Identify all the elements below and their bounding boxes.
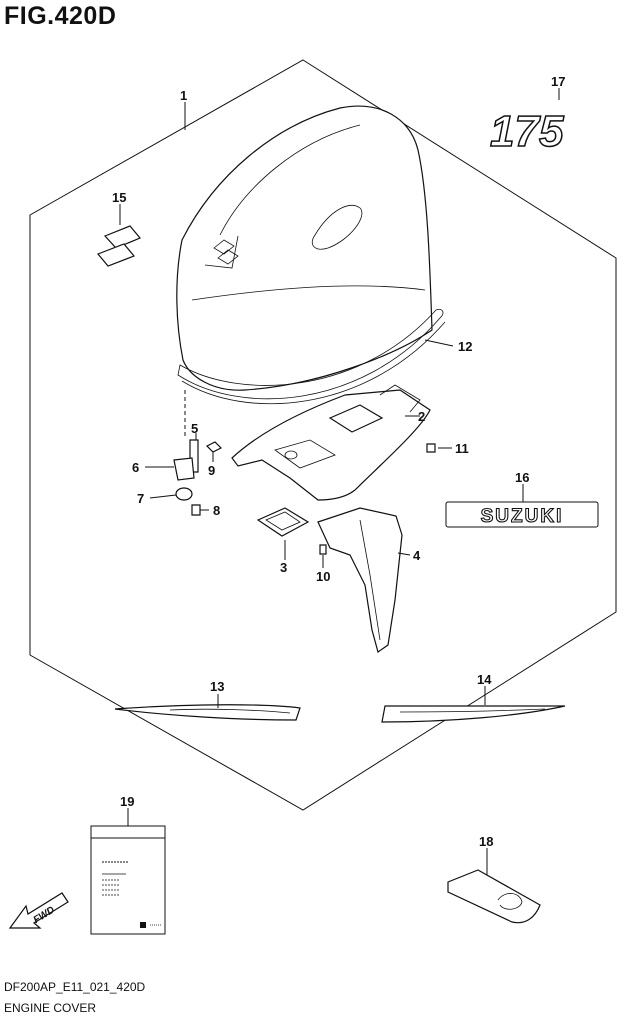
part-side-stripe-right[interactable]	[381, 705, 566, 723]
callout-5: 5	[191, 421, 198, 436]
callout-3: 3	[280, 560, 287, 575]
callout-16: 16	[515, 470, 529, 485]
part-suzuki-emblem[interactable]	[97, 225, 141, 267]
part-brand-decal[interactable]: SUZUKI	[445, 501, 599, 528]
part-owners-manual[interactable]	[90, 825, 166, 935]
callout-11: 11	[455, 441, 469, 456]
callout-19: 19	[120, 794, 134, 809]
callout-2: 2	[418, 409, 425, 424]
figure-caption: ENGINE COVER	[4, 1001, 97, 1015]
part-tool-bag[interactable]	[447, 869, 541, 924]
callout-7: 7	[137, 491, 144, 506]
callout-8: 8	[213, 503, 220, 518]
brand-decal-text: SUZUKI	[481, 506, 564, 527]
callout-labels: 1 2 3 4 5 6 7 8 9 10 11 12 13 14 15 16 1…	[112, 74, 565, 849]
part-engine-cover[interactable]	[176, 105, 433, 391]
part-gasket[interactable]	[256, 507, 310, 537]
part-seal-ring[interactable]	[177, 309, 446, 405]
figure-title: FIG.420D	[4, 2, 117, 30]
fwd-arrow-icon: FWD	[8, 892, 69, 929]
callout-9: 9	[208, 463, 215, 478]
part-hardware[interactable]	[173, 439, 436, 555]
callout-18: 18	[479, 834, 493, 849]
callout-13: 13	[210, 679, 224, 694]
callout-14: 14	[477, 672, 492, 687]
leader-lines	[119, 88, 560, 875]
callout-6: 6	[132, 460, 139, 475]
part-air-duct[interactable]	[317, 507, 403, 653]
callout-12: 12	[458, 339, 472, 354]
callout-1: 1	[180, 88, 187, 103]
callout-17: 17	[551, 74, 565, 89]
part-model-decal[interactable]: 175	[489, 106, 564, 157]
part-lower-support[interactable]	[231, 384, 431, 501]
part-side-stripe-left[interactable]	[114, 704, 301, 721]
model-number-decal-text: 175	[490, 107, 564, 156]
drawing-code: DF200AP_E11_021_420D	[4, 980, 146, 994]
callout-10: 10	[316, 569, 330, 584]
callout-15: 15	[112, 190, 126, 205]
callout-4: 4	[413, 548, 421, 563]
assembly-frame	[29, 59, 617, 811]
